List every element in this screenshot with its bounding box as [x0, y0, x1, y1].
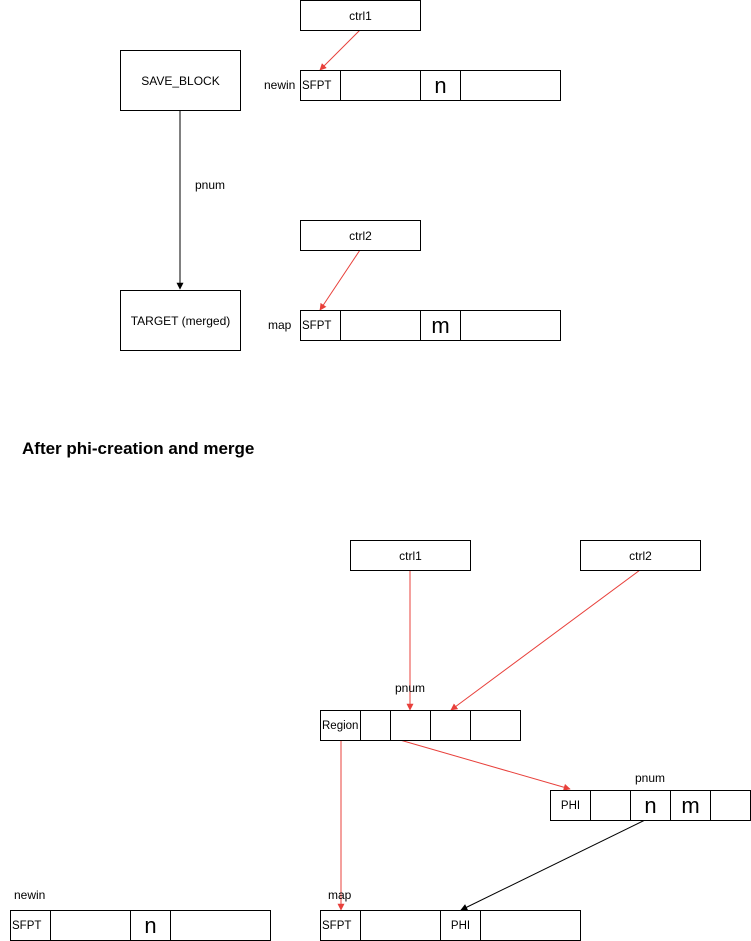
map-row-bottom: SFPT PHI [320, 910, 581, 941]
section-heading: After phi-creation and merge [22, 439, 255, 458]
newin-bottom-cell-3 [171, 911, 270, 940]
ctrl2-label-bottom: ctrl2 [629, 548, 652, 563]
arrow-ctrl2-to-region [450, 569, 641, 711]
ctrl2-box: ctrl2 [300, 220, 421, 251]
ctrl2-box-bottom: ctrl2 [580, 540, 701, 571]
ctrl2-label: ctrl2 [349, 228, 372, 243]
map-bottom-cell-1 [361, 911, 441, 940]
newin-bottom-cell-sfpt: SFPT [11, 911, 51, 940]
ctrl1-label: ctrl1 [349, 8, 372, 23]
newin-row-bottom: SFPT n [10, 910, 271, 941]
map-row-top: SFPT m [300, 310, 561, 341]
pnum-label-phi: pnum [635, 771, 666, 785]
map-bottom-cell-sfpt: SFPT [321, 911, 361, 940]
phi-cell-4 [711, 791, 750, 820]
region-cell-3 [431, 711, 471, 740]
newin-row-top: SFPT n [300, 70, 561, 101]
arrow-ctrl1-to-newin-sfpt [319, 29, 361, 71]
newin-top-cell-3 [461, 71, 560, 100]
newin-top-cell-n: n [421, 71, 461, 100]
map-bottom-cell-phi: PHI [441, 911, 481, 940]
region-row: Region [320, 710, 521, 741]
newin-label-bottom: newin [14, 888, 46, 902]
map-label-top: map [268, 318, 292, 332]
arrow-phi-to-map-phi [460, 819, 646, 911]
map-label-bottom: map [328, 888, 352, 902]
ctrl1-box-bottom: ctrl1 [350, 540, 471, 571]
map-top-cell-m: m [421, 311, 461, 340]
target-box: TARGET (merged) [120, 290, 241, 351]
phi-cell-n: n [631, 791, 671, 820]
ctrl1-box: ctrl1 [300, 0, 421, 31]
region-cell-1 [361, 711, 391, 740]
phi-cell-phi: PHI [551, 791, 591, 820]
save-block-label: SAVE_BLOCK [141, 73, 220, 88]
save-block-box: SAVE_BLOCK [120, 50, 241, 111]
ctrl1-label-bottom: ctrl1 [399, 548, 422, 563]
newin-bottom-cell-n: n [131, 911, 171, 940]
newin-bottom-cell-1 [51, 911, 131, 940]
newin-top-cell-sfpt: SFPT [301, 71, 341, 100]
pnum-label-top: pnum [195, 178, 226, 192]
arrow-ctrl2-to-map-sfpt [319, 249, 361, 311]
arrow-region-to-phi [399, 739, 571, 791]
map-top-cell-sfpt: SFPT [301, 311, 341, 340]
pnum-label-region: pnum [395, 681, 426, 695]
region-cell-2 [391, 711, 431, 740]
map-top-cell-1 [341, 311, 421, 340]
newin-top-cell-1 [341, 71, 421, 100]
target-label: TARGET (merged) [130, 313, 231, 328]
phi-cell-1 [591, 791, 631, 820]
phi-cell-m: m [671, 791, 711, 820]
region-cell-region: Region [321, 711, 361, 740]
map-bottom-cell-3 [481, 911, 580, 940]
map-top-cell-3 [461, 311, 560, 340]
newin-label-top: newin [264, 78, 296, 92]
phi-row: PHI n m [550, 790, 751, 821]
region-cell-4 [471, 711, 520, 740]
